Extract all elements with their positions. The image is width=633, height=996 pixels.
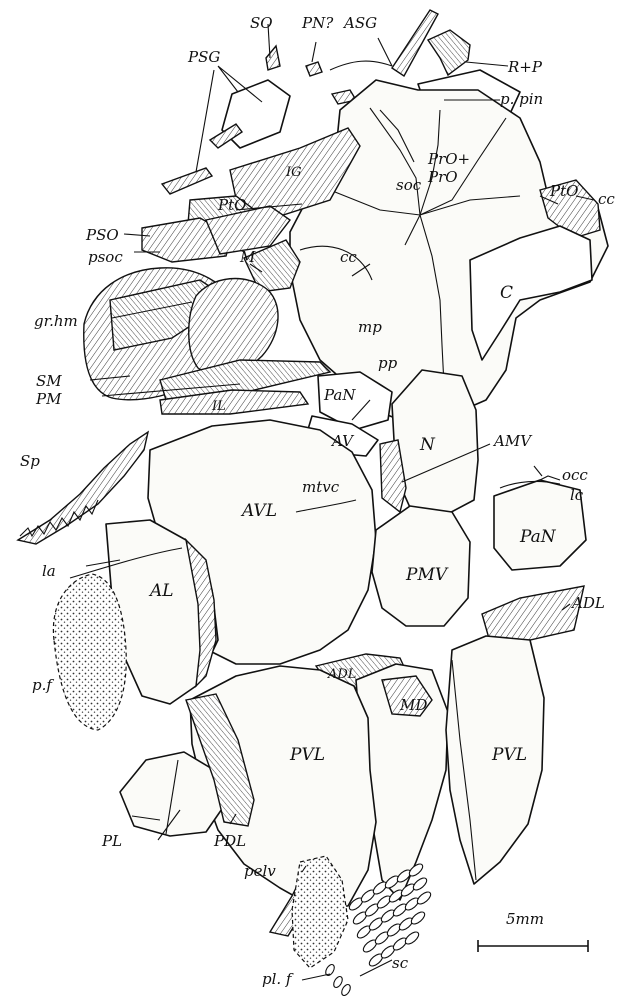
- label-pmv: PMV: [405, 565, 449, 585]
- plate-r-p: [428, 30, 470, 75]
- label-cc-right: cc: [598, 190, 615, 208]
- label-pvl-center: PVL: [289, 745, 325, 765]
- label-il: IL: [211, 399, 226, 414]
- label-av: AV: [330, 432, 355, 450]
- plate-pn: [306, 62, 322, 76]
- label-mp: mp: [358, 318, 382, 336]
- label-pelv: pelv: [244, 862, 276, 880]
- scale-bar: [478, 940, 588, 952]
- plate-adl-right: [482, 586, 584, 642]
- label-md: MD: [399, 696, 427, 714]
- label-m: M: [239, 248, 256, 266]
- label-adl-right: ADL: [570, 594, 605, 612]
- label-gr-hm: gr.hm: [34, 312, 78, 330]
- label-cc-center: cc: [340, 248, 357, 266]
- label-c: C: [500, 283, 513, 303]
- label-soc: soc: [396, 176, 422, 194]
- label-pro-pro-2: PrO: [427, 168, 458, 186]
- pectoral-fin-pf: [53, 574, 126, 730]
- label-pdl: PDL: [213, 832, 246, 850]
- label-pn: PN?: [301, 14, 334, 32]
- label-pan-right: PaN: [519, 527, 557, 547]
- label-pl: PL: [101, 832, 122, 850]
- label-sc: sc: [392, 954, 409, 972]
- label-pm: PM: [35, 390, 62, 408]
- plate-n: [392, 370, 478, 518]
- label-pto-right: PtO: [549, 182, 578, 200]
- label-pro-pro-1: PrO+: [427, 150, 470, 168]
- label-p-pin: p. pin: [500, 90, 543, 108]
- label-pf: p.f: [32, 676, 54, 694]
- label-lc: lc: [570, 486, 584, 504]
- label-so: SO: [250, 14, 273, 32]
- label-n: N: [419, 435, 436, 455]
- label-sm: SM: [36, 372, 62, 390]
- label-occ: occ: [562, 466, 588, 484]
- label-amv: AMV: [492, 432, 533, 450]
- label-scale: 5mm: [506, 910, 544, 928]
- label-r-p: R+P: [507, 58, 543, 76]
- label-pso: PSO: [85, 226, 119, 244]
- label-avl: AVL: [240, 501, 277, 521]
- plate-so: [266, 46, 280, 70]
- label-pto-left: PtO: [217, 196, 246, 214]
- label-la: la: [42, 562, 56, 580]
- label-pvl-right: PVL: [491, 745, 527, 765]
- label-adl-center: ADL: [327, 667, 356, 682]
- label-asg: ASG: [342, 14, 377, 32]
- label-psg: PSG: [187, 48, 220, 66]
- label-pl-f: pl. f: [262, 970, 294, 988]
- label-mtvc: mtvc: [302, 478, 340, 496]
- label-sp: Sp: [20, 452, 40, 470]
- label-pan-center: PaN: [323, 386, 356, 404]
- label-psoc: psoc: [88, 248, 123, 266]
- label-pp: pp: [378, 354, 398, 372]
- label-al: AL: [148, 581, 174, 601]
- label-ig: IG: [285, 165, 302, 180]
